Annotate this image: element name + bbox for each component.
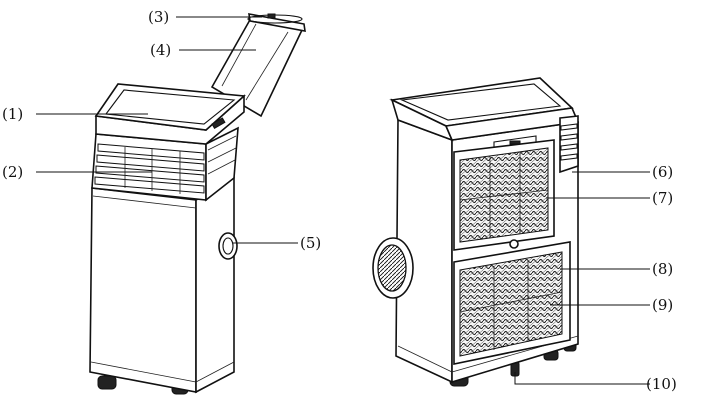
callout-3: (3) bbox=[148, 8, 169, 26]
leader-lines bbox=[36, 16, 650, 385]
front-side-vent bbox=[218, 232, 238, 260]
window-adapter bbox=[247, 13, 306, 32]
callout-5: (5) bbox=[300, 234, 321, 252]
front-cabinet bbox=[89, 176, 235, 394]
lower-filter-frame bbox=[453, 241, 571, 365]
back-side-louvre bbox=[559, 115, 579, 174]
front-unit bbox=[89, 13, 306, 395]
front-control-panel bbox=[94, 83, 246, 145]
front-louvre bbox=[91, 126, 239, 202]
callout-4: (4) bbox=[150, 41, 171, 59]
back-exhaust-outlet bbox=[372, 237, 414, 299]
back-unit bbox=[372, 77, 580, 387]
center-screw bbox=[509, 239, 519, 249]
callout-9: (9) bbox=[652, 296, 673, 314]
callout-10: (10) bbox=[646, 375, 677, 393]
callout-8: (8) bbox=[652, 260, 673, 278]
back-top bbox=[389, 77, 580, 142]
callout-6: (6) bbox=[652, 163, 673, 181]
callout-7: (7) bbox=[652, 189, 673, 207]
callout-labels: (1) (2) (3) (4) (5) (6) (7) (8) (9) (10) bbox=[2, 8, 677, 393]
callout-2: (2) bbox=[2, 163, 23, 181]
callout-1: (1) bbox=[2, 105, 23, 123]
upper-filter-frame bbox=[453, 139, 555, 251]
